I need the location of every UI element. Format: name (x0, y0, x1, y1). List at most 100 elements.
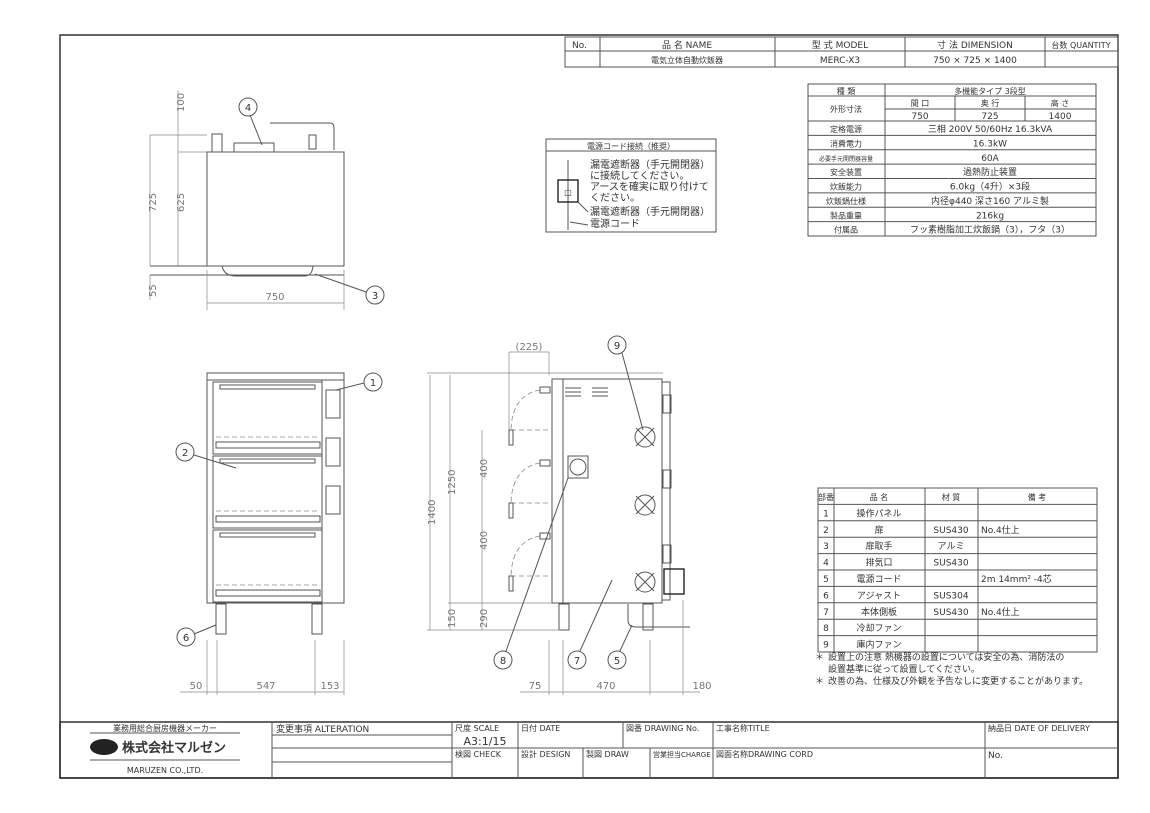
header-name-label: 品 名 NAME (662, 39, 712, 51)
door (212, 381, 323, 455)
fan-icon (634, 494, 656, 516)
notes: ＊ 設置上の注意 熱機器の設置については安全の為、消防法の 設置基準に従って設置… (815, 651, 1088, 687)
parts-cell: 9 (823, 641, 829, 651)
spec-height-label: 高 さ (1051, 98, 1070, 108)
dim-75: 75 (529, 681, 542, 692)
parts-cell: 2m 14mm² -4芯 (981, 573, 1052, 585)
cooling-fan (567, 455, 589, 479)
top-view: 100 725 625 55 750 4 3 (148, 90, 385, 310)
control-panel (325, 485, 341, 515)
title-label: 工事名称TITLE (716, 723, 770, 733)
maker-tagline: 業務用総合厨房機器メーカー (113, 723, 217, 733)
parts-cell: SUS430 (933, 559, 968, 569)
spec-width: 750 (911, 112, 928, 122)
parts-cell: 扉取手 (865, 540, 892, 552)
spec-table: 種 類 多機能タイプ 3段型 外形寸法 間 口 奥 行 高 さ 750 725 … (807, 83, 1097, 237)
cord-note-text: 漏電遮断器（手元開閉器） (590, 158, 710, 171)
dim-100: 100 (176, 93, 187, 112)
draw-label: 製図 DRAW (586, 749, 629, 759)
spec-row-value: 216kg (976, 211, 1004, 221)
parts-cell: 6 (823, 591, 829, 601)
side-view: (225) 1400 1250 400 400 290 150 75 470 1… (427, 335, 712, 695)
note-1-cont: 設置基準に従って設置してください。 (828, 663, 980, 675)
parts-header: 材 質 (942, 492, 961, 502)
parts-cell: 電源コード (856, 574, 901, 585)
company-name-en: MARUZEN CO.,LTD. (127, 766, 203, 775)
parts-cell: 扉 (874, 524, 883, 536)
fan-icon (634, 426, 656, 448)
cord-note-title: 電源コード接続（推奨） (587, 141, 675, 151)
parts-cell: No.4仕上 (981, 606, 1020, 618)
parts-cell: 本体側板 (861, 606, 897, 618)
balloon-1: 1 (370, 378, 376, 389)
spec-row-label: 必要手元開閉器容量 (819, 155, 873, 163)
header-table: No. 品 名 NAME 型 式 MODEL 寸 法 DIMENSION 台数 … (564, 36, 1119, 68)
spec-row-value: 三相 200V 50/60Hz 16.3kVA (928, 123, 1053, 135)
spec-row-label: 炊飯鍋仕様 (826, 196, 866, 206)
dim-750: 750 (265, 292, 284, 303)
header-model-label: 型 式 MODEL (812, 39, 868, 51)
fan-icon (634, 571, 656, 593)
balloon-6: 6 (183, 633, 189, 644)
spec-type: 多機能タイプ 3段型 (954, 86, 1026, 96)
note-bullet: ＊ (815, 677, 824, 687)
spec-row-label: 消費電力 (830, 138, 862, 148)
balloon-8: 8 (500, 656, 506, 667)
control-panel (325, 437, 341, 467)
date-label: 日付 DATE (521, 723, 560, 733)
dim-625: 625 (176, 193, 187, 212)
drawing-no-label: 図番 DRAWING No. (626, 723, 699, 733)
parts-cell: 3 (823, 542, 829, 552)
no-label: No. (988, 751, 1003, 761)
parts-cell: SUS304 (933, 591, 968, 601)
door (212, 455, 323, 529)
spec-row-value: 6.0kg（4升）×3段 (950, 181, 1030, 193)
parts-cell: SUS430 (933, 526, 968, 536)
parts-cell: アルミ (938, 542, 965, 552)
parts-cell: 1 (823, 509, 829, 519)
balloon-9: 9 (614, 341, 620, 352)
dim-153: 153 (320, 681, 339, 692)
header-dimension-label: 寸 法 DIMENSION (937, 39, 1013, 51)
parts-header: 部番 (818, 492, 834, 502)
maruzen-logo-icon (90, 739, 118, 755)
spec-width-label: 間 口 (911, 99, 930, 108)
cord-connection-note: 電源コード接続（推奨） □ 漏電遮断器（手元開閉器） に接続してください。 アー… (545, 138, 717, 233)
product-name: 電気立体自動炊飯器 (651, 55, 723, 65)
spec-row-label: 炊飯能力 (830, 182, 862, 192)
spec-row-value: 16.3kW (973, 139, 1007, 149)
scale-value: A3:1/15 (464, 735, 507, 748)
door (212, 529, 323, 603)
dim-290: 290 (479, 609, 490, 628)
dim-225: (225) (516, 342, 543, 353)
spec-depth-label: 奥 行 (981, 98, 1000, 108)
note-bullet: ＊ (815, 653, 824, 663)
door-handle (219, 384, 316, 390)
parts-cell: 4 (823, 559, 829, 569)
parts-cell: 排気口 (865, 557, 892, 569)
balloon-4: 4 (245, 103, 251, 114)
company-name-jp: 株式会社マルゼン (122, 740, 226, 756)
dim-150: 150 (447, 609, 458, 628)
dim-400-upper: 400 (479, 459, 490, 478)
header-no-label: No. (572, 41, 587, 51)
breaker-symbol (557, 179, 579, 203)
delivery-label: 納品日 DATE OF DELIVERY (988, 723, 1090, 733)
dim-1400: 1400 (427, 500, 438, 525)
note-1: 設置上の注意 熱機器の設置については安全の為、消防法の (828, 651, 1064, 663)
spec-row-label: 付属品 (834, 225, 858, 235)
parts-cell: 5 (823, 575, 829, 585)
alteration-label: 変更事項 ALTERATION (276, 723, 369, 735)
dim-1250: 1250 (447, 470, 458, 495)
parts-cell: 2 (823, 526, 829, 536)
cord-note-text: アースを確実に取り付けて (590, 180, 709, 193)
check-label: 検図 CHECK (455, 749, 502, 759)
dim-470: 470 (596, 681, 615, 692)
door-handle (219, 532, 316, 538)
parts-cell: アジャスト (857, 591, 901, 601)
spec-row-value: 過熱防止装置 (963, 166, 1017, 178)
scale-label: 尺度 SCALE (455, 723, 499, 733)
parts-header: 品 名 (870, 492, 889, 502)
product-dimension: 750 × 725 × 1400 (933, 56, 1017, 66)
balloon-5: 5 (614, 656, 620, 667)
